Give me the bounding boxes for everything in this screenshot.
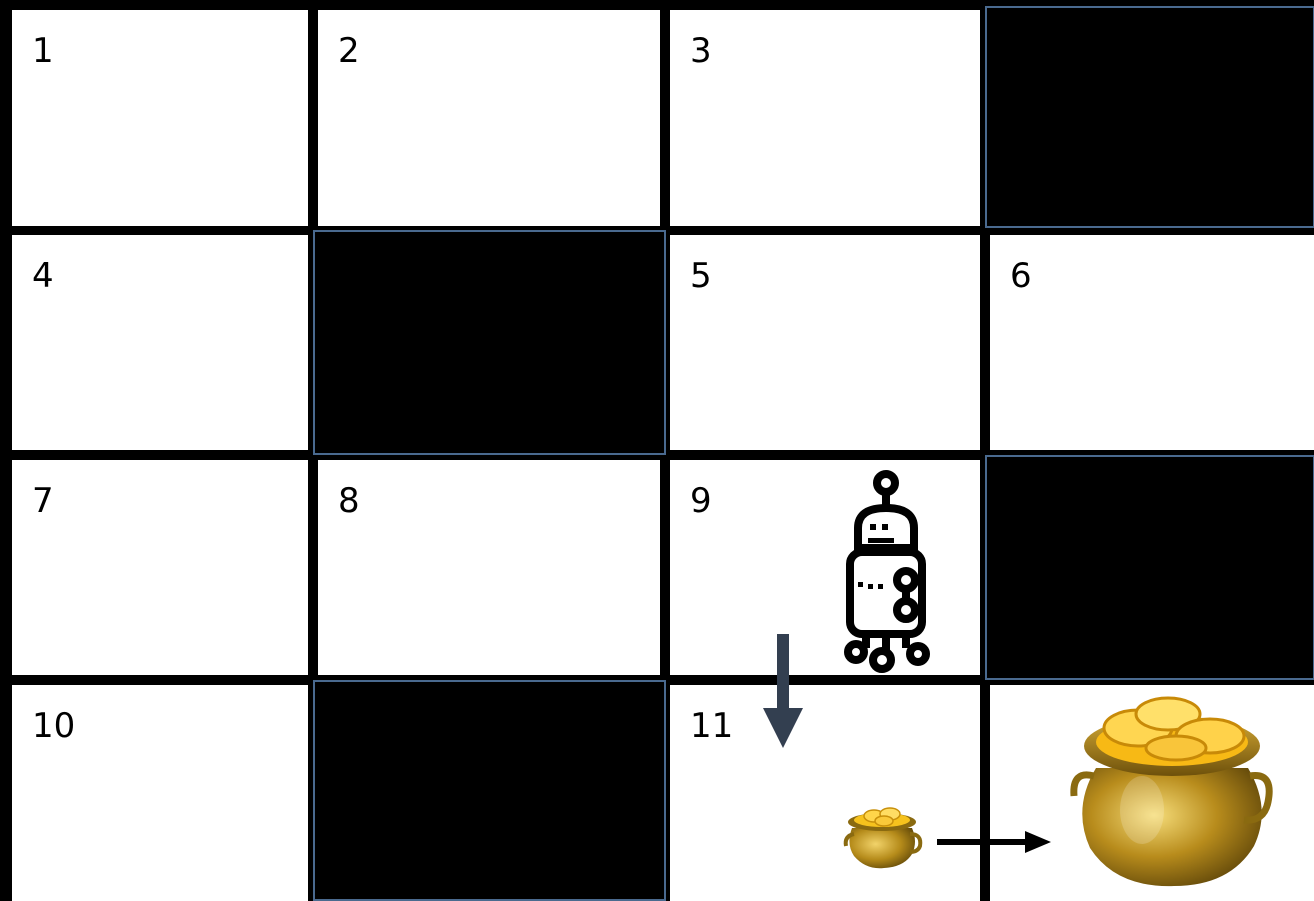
cell-number: 8 — [338, 484, 360, 518]
cell-number: 11 — [690, 709, 733, 743]
wall-cell — [313, 230, 666, 455]
grid-cell-2[interactable]: 2 — [318, 10, 660, 226]
small-gold-pot-icon[interactable] — [840, 794, 924, 870]
cell-number: 9 — [690, 484, 712, 518]
wall-cell — [313, 680, 666, 901]
arrow-right-icon — [937, 829, 1053, 855]
cell-number: 5 — [690, 259, 712, 293]
grid-cell-1[interactable]: 1 — [12, 10, 308, 226]
grid-cell-3[interactable]: 3 — [670, 10, 980, 226]
cell-number: 1 — [32, 34, 54, 68]
grid-cell-11[interactable]: 11 — [670, 685, 980, 901]
cell-number: 3 — [690, 34, 712, 68]
large-gold-pot-icon[interactable] — [1068, 690, 1276, 890]
grid-cell-10[interactable]: 10 — [12, 685, 308, 901]
grid-cell-5[interactable]: 5 — [670, 235, 980, 450]
cell-number: 6 — [1010, 259, 1032, 293]
cell-number: 7 — [32, 484, 54, 518]
grid-cell-7[interactable]: 7 — [12, 460, 308, 675]
wall-cell — [985, 455, 1314, 680]
wall-cell — [985, 6, 1314, 228]
cell-number: 2 — [338, 34, 360, 68]
cell-number: 10 — [32, 709, 75, 743]
cell-number: 4 — [32, 259, 54, 293]
grid-cell-4[interactable]: 4 — [12, 235, 308, 450]
grid-cell-6[interactable]: 6 — [990, 235, 1314, 450]
grid-cell-8[interactable]: 8 — [318, 460, 660, 675]
arrow-down-icon — [762, 634, 804, 750]
robot-icon[interactable] — [836, 470, 936, 676]
